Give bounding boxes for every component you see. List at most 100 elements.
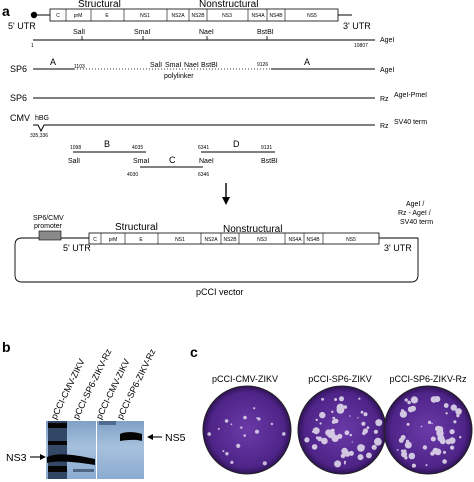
plaque-spot	[240, 426, 243, 429]
vector-3prime-utr-label: 3' UTR	[384, 243, 412, 253]
fragment-c-label: C	[169, 155, 176, 165]
plaque-spot	[410, 405, 416, 412]
fragment-site-naei: NaeI	[199, 158, 214, 165]
plaque-spot	[358, 397, 361, 400]
plaque-spot	[257, 417, 261, 421]
sp6-right-label: AgeI	[380, 67, 394, 74]
vector-gene-label: NS5	[346, 237, 356, 243]
sp6-pos-right: 9126	[257, 62, 268, 68]
plaque-spot	[334, 460, 342, 468]
vector-structural-heading: Structural	[115, 222, 158, 233]
vector-gene-label: C	[93, 237, 97, 243]
gene-label: E	[105, 13, 109, 19]
vector-promoter-box	[38, 230, 62, 241]
plaque-spot	[442, 459, 447, 464]
plaque-spot	[406, 422, 410, 426]
map-site-bstbi: BstBI	[257, 29, 274, 36]
plaque-spot	[348, 450, 354, 456]
plaque-spot	[304, 437, 310, 443]
plaque-spot	[243, 415, 247, 420]
plaque-well-3	[383, 385, 473, 475]
plaque-spot	[400, 449, 404, 453]
gene-label: NS4B	[269, 13, 283, 19]
genome-nonstructural-heading: Nonstructural	[199, 0, 258, 10]
vector-right-label-line3: SV40 term	[400, 219, 433, 226]
assembly-arrow-head	[222, 197, 230, 205]
map-start: 1	[31, 43, 34, 49]
plaque-spot	[443, 403, 449, 408]
plaque-spot	[336, 403, 345, 412]
plaque-spot	[230, 423, 233, 426]
plaque-spot	[207, 432, 211, 436]
plaque-spot	[317, 436, 323, 442]
blot-ns3-band	[47, 454, 95, 465]
cmv-right-label: SV40 term	[394, 119, 427, 126]
vector-gene-dividers	[100, 233, 324, 244]
sp6-rz-ribozyme: Rz	[380, 96, 389, 103]
plaque-spot	[337, 433, 343, 439]
plaque-spot	[408, 452, 416, 460]
plaque-spot	[399, 410, 407, 418]
plaque-spot	[450, 404, 457, 411]
map-site-sali: SalI	[73, 29, 85, 36]
plaque-spot	[459, 436, 462, 439]
panel-b-label: b	[2, 339, 11, 355]
map-right-label: AgeI	[380, 37, 394, 44]
plaque-spot	[398, 437, 404, 443]
vector-backbone	[14, 237, 419, 283]
plaque-spot	[455, 408, 462, 415]
map-site-naei: NaeI	[199, 29, 214, 36]
plaque-well-3-plaques	[396, 396, 462, 468]
genome-gene-dividers	[65, 9, 286, 21]
sp6-rz-promoter-label: SP6	[10, 93, 27, 103]
blot-left-lane1-mid	[48, 441, 67, 445]
well-label: pCCI-CMV-ZIKV	[212, 374, 278, 384]
plaque-spot	[373, 446, 377, 450]
vector-orf-box	[88, 232, 380, 245]
plaque-spot	[243, 434, 246, 437]
well-label: pCCI-SP6-ZIKV-Rz	[389, 374, 467, 384]
plaque-spot	[435, 425, 441, 432]
vector-right-label-line1: AgeI /	[406, 201, 424, 208]
genome-gene-labels: C prM E NS1 NS2A NS2B NS3 NS4A NS4B NS5	[56, 13, 317, 19]
vector-gene-label: E	[139, 237, 143, 243]
gene-label: NS4A	[251, 13, 265, 19]
plaque-spot	[422, 445, 428, 450]
blot-ns3-arrow-head	[40, 454, 46, 460]
plaque-spot	[427, 420, 432, 424]
fragment-site-smai: SmaI	[133, 158, 149, 165]
plaque-spot	[420, 425, 423, 428]
plaque-spot	[366, 452, 372, 459]
blot-ns3-label: NS3	[6, 452, 27, 464]
plaque-spot	[225, 452, 229, 456]
blot-ns5-band	[120, 432, 142, 441]
vector-right-label-line2: Rz - AgeI /	[398, 210, 431, 217]
polylinker-site-bstbi: BstBI	[201, 62, 218, 69]
gene-label: C	[56, 13, 60, 19]
gene-label: NS1	[140, 13, 150, 19]
plaque-spot	[217, 427, 220, 430]
sp6-fragment-a-left: A	[50, 57, 56, 67]
vector-5prime-utr-label: 5' UTR	[63, 243, 91, 253]
lane-label: pCCI-SP6-ZIKV-Rz	[115, 347, 158, 421]
polylinker-label: polylinker	[164, 73, 194, 80]
plaque-spot	[363, 412, 368, 417]
plaque-spot	[453, 420, 457, 424]
plaque-spot	[331, 410, 334, 413]
gene-label: NS3	[222, 13, 232, 19]
polylinker-site-smai: SmaI	[165, 62, 181, 69]
plaque-spot	[411, 463, 416, 468]
plaque-spot	[344, 430, 350, 436]
plaque-spot	[319, 411, 326, 419]
plaque-spot	[349, 415, 351, 417]
plaque-spot	[374, 437, 382, 446]
plaque-spot	[450, 445, 455, 450]
plaque-spot	[375, 419, 383, 427]
blot-left-lane1-smear	[48, 421, 67, 479]
vector-name: pCCI vector	[196, 287, 244, 297]
vector-gene-label: prM	[109, 237, 118, 243]
genome-3prime-utr-label: 3' UTR	[343, 21, 371, 31]
plaque-spot	[331, 419, 336, 424]
plaque-spot	[445, 439, 452, 445]
plaque-spot	[351, 441, 353, 443]
